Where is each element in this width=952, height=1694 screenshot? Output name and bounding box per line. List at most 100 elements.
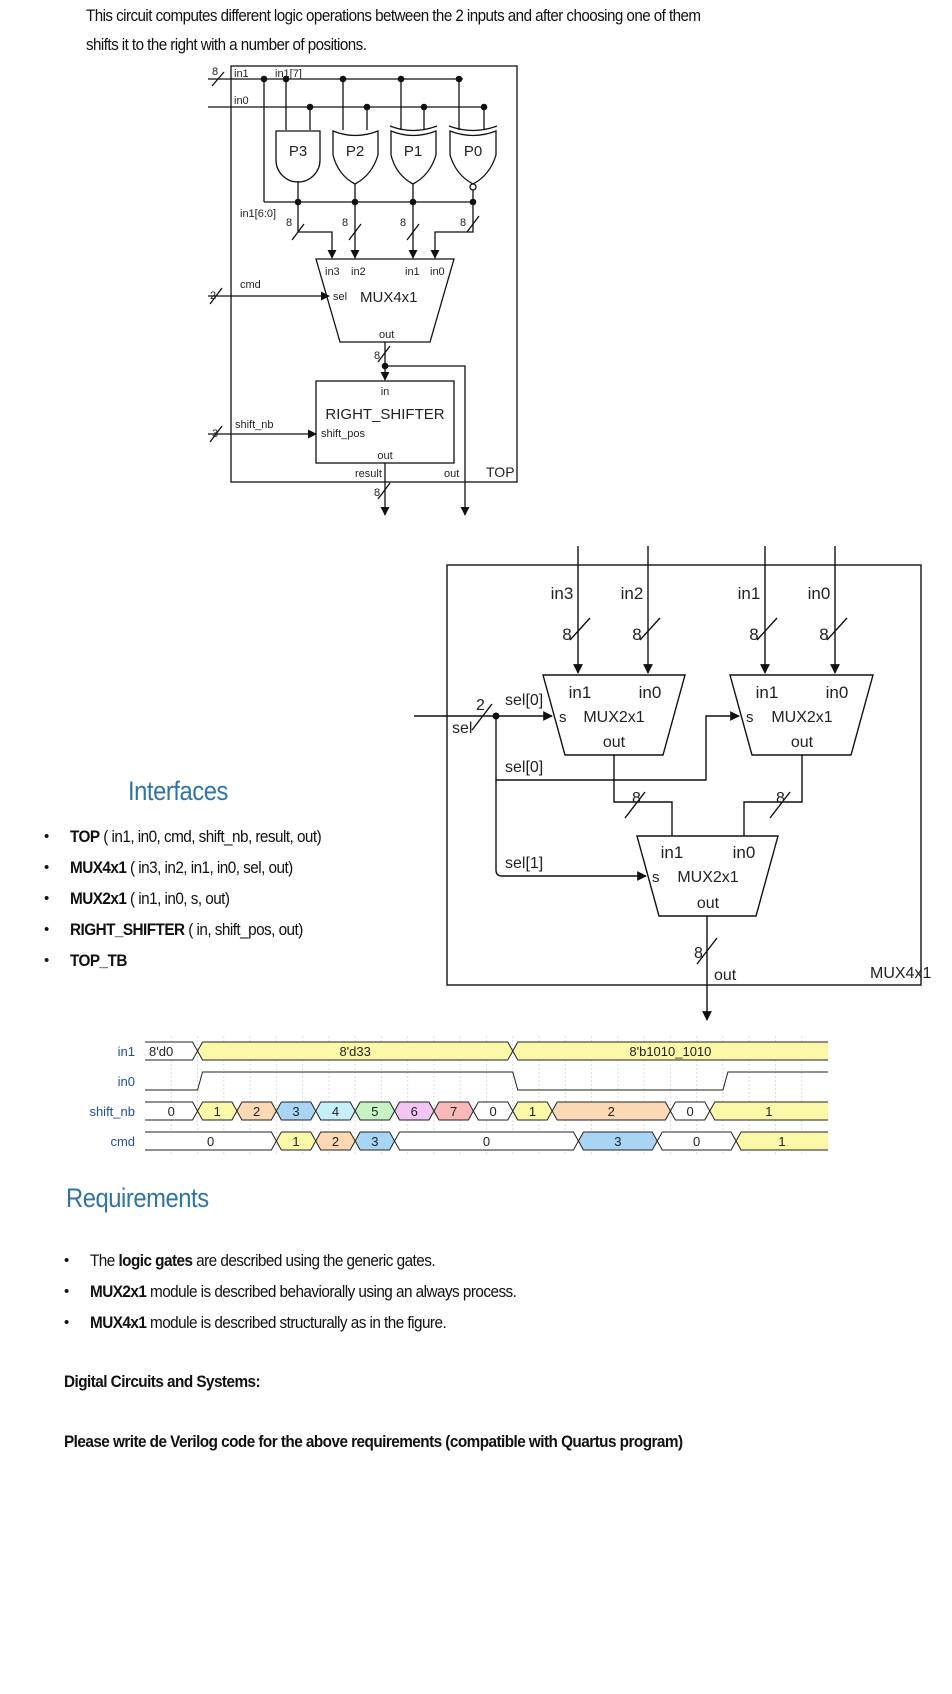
- mux2c-in1: in1: [661, 843, 684, 862]
- timing-segment: [709, 1102, 828, 1120]
- and-gate-p3: [275, 130, 321, 183]
- shifter-shift-pos-label: shift_pos: [321, 428, 366, 440]
- timing-segment: [394, 1102, 434, 1120]
- timing-segment: [670, 1102, 710, 1120]
- requirement-text: module is described behaviorally using a…: [146, 1282, 517, 1301]
- mux2a-in1: in1: [569, 683, 592, 702]
- timing-segment-value: 0: [168, 1104, 175, 1119]
- timing-segment-outline: [354, 1101, 396, 1121]
- mux2b-out-width: 8: [776, 790, 785, 807]
- timing-segment: [197, 1102, 237, 1120]
- in1-label: in1: [234, 68, 249, 80]
- gate-label-p3: P3: [289, 143, 307, 160]
- sel0-label-top: sel[0]: [505, 692, 543, 709]
- shifter-title: RIGHT_SHIFTER: [325, 406, 444, 423]
- intro-paragraph: This circuit computes different logic op…: [86, 2, 785, 60]
- timing-segment: [315, 1102, 356, 1120]
- sel1-label: sel[1]: [505, 855, 543, 872]
- mux4-input-in1: in1: [738, 584, 761, 603]
- right-shifter-block: [315, 380, 455, 464]
- timing-segment: [197, 1042, 513, 1060]
- requirement-text: module is described structurally as in t…: [146, 1313, 447, 1332]
- mux2a-s: s: [559, 709, 567, 726]
- shifter-out-label: out: [377, 450, 392, 462]
- timing-segment: [578, 1132, 658, 1150]
- requirements-section: Requirements: [66, 1183, 228, 1214]
- bus-width-p1: 8: [400, 217, 406, 229]
- final-out-label: out: [714, 967, 737, 984]
- mux4-title: MUX4x1: [360, 289, 418, 306]
- timing-segment-outline: [512, 1101, 553, 1121]
- mux2c-title: MUX2x1: [677, 869, 738, 886]
- width-in0: 8: [819, 625, 828, 644]
- sel-label: sel: [452, 720, 472, 737]
- mux2x1-a-block: [542, 674, 686, 756]
- timing-segment-outline: [669, 1101, 711, 1121]
- timing-segment-value: 4: [332, 1104, 339, 1119]
- timing-segment-outline: [196, 1041, 514, 1061]
- bus-width-p0: 8: [460, 217, 466, 229]
- requirement-text: are described using the generic gates.: [192, 1251, 436, 1270]
- xor-gate-p1: [390, 130, 437, 185]
- in1-bus-slash: [211, 71, 225, 87]
- bus-width-p2: 8: [342, 217, 348, 229]
- timing-segment-outline: [354, 1131, 396, 1151]
- mux2a-in0: in0: [639, 683, 662, 702]
- timing-segment-outline: [512, 1041, 828, 1061]
- requirement-item: •MUX2x1 module is described behaviorally…: [64, 1282, 517, 1301]
- timing-segment-outline: [709, 1101, 828, 1121]
- timing-segment-value: 0: [686, 1104, 693, 1119]
- interface-name: TOP: [70, 827, 100, 846]
- timing-segment-value: 0: [693, 1134, 700, 1149]
- gate-label-p2: P2: [346, 143, 364, 160]
- timing-segment-value: 5: [371, 1104, 378, 1119]
- width-in1: 8: [749, 625, 758, 644]
- timing-segment-value: 1: [778, 1134, 785, 1149]
- timing-segment: [315, 1132, 356, 1150]
- intro-line-1: This circuit computes different logic op…: [86, 7, 701, 25]
- intro-line-2: shifts it to the right with a number of …: [86, 36, 367, 54]
- timing-signal-label: shift_nb: [89, 1104, 135, 1119]
- or-gate-p2: [332, 130, 379, 185]
- timing-segment-outline: [315, 1131, 356, 1151]
- timing-segment-value: 1: [529, 1104, 536, 1119]
- timing-segment: [473, 1102, 513, 1120]
- mux2c-out: out: [697, 895, 720, 912]
- mux2a-out: out: [603, 734, 626, 751]
- cmd-label: cmd: [240, 279, 261, 291]
- gate-label-p0: P0: [464, 143, 482, 160]
- mux2b-s: s: [746, 709, 754, 726]
- timing-segment-value: 3: [371, 1134, 378, 1149]
- mux4-input-in2: in2: [621, 584, 644, 603]
- mux4x1-internal-diagram: in3 in2 in1 in0 8 8 8 8 in1 in0 s MUX2x1…: [414, 546, 931, 1021]
- course-title: Digital Circuits and Systems:: [64, 1372, 261, 1391]
- mux4-input-in3: in3: [551, 584, 574, 603]
- timing-segment: [276, 1132, 316, 1150]
- interfaces-section: Interfaces: [128, 776, 242, 807]
- top-module-label: TOP: [486, 464, 515, 480]
- mux4-out-label: out: [379, 329, 394, 341]
- timing-segment-value: 6: [411, 1104, 418, 1119]
- timing-segment-outline: [393, 1101, 435, 1121]
- timing-segment: [145, 1132, 277, 1150]
- cmd-width-label: 2: [210, 290, 216, 302]
- mux2a-title: MUX2x1: [583, 709, 644, 726]
- mux2b-out: out: [791, 734, 814, 751]
- timing-segment-outline: [577, 1131, 658, 1151]
- requirement-item: •MUX4x1 module is described structurally…: [64, 1313, 447, 1332]
- timing-signal-label: in0: [118, 1074, 135, 1089]
- timing-segment-outline: [433, 1101, 474, 1121]
- final-out-width: 8: [694, 945, 703, 962]
- shift-width-label: 3: [212, 428, 218, 440]
- timing-segment-value: 8'd0: [149, 1044, 173, 1059]
- timing-segment: [355, 1132, 395, 1150]
- mux2x1-b-block: [729, 674, 874, 756]
- timing-segment-value: 7: [450, 1104, 457, 1119]
- interfaces-heading: Interfaces: [128, 776, 228, 806]
- interface-args: ( in, shift_pos, out): [184, 920, 303, 939]
- mux4-port-in1: in1: [405, 266, 420, 278]
- timing-segment-outline: [275, 1101, 317, 1121]
- interface-item: •TOP ( in1, in0, cmd, shift_nb, result, …: [44, 827, 322, 846]
- requirements-list: •The logic gates are described using the…: [64, 1245, 564, 1338]
